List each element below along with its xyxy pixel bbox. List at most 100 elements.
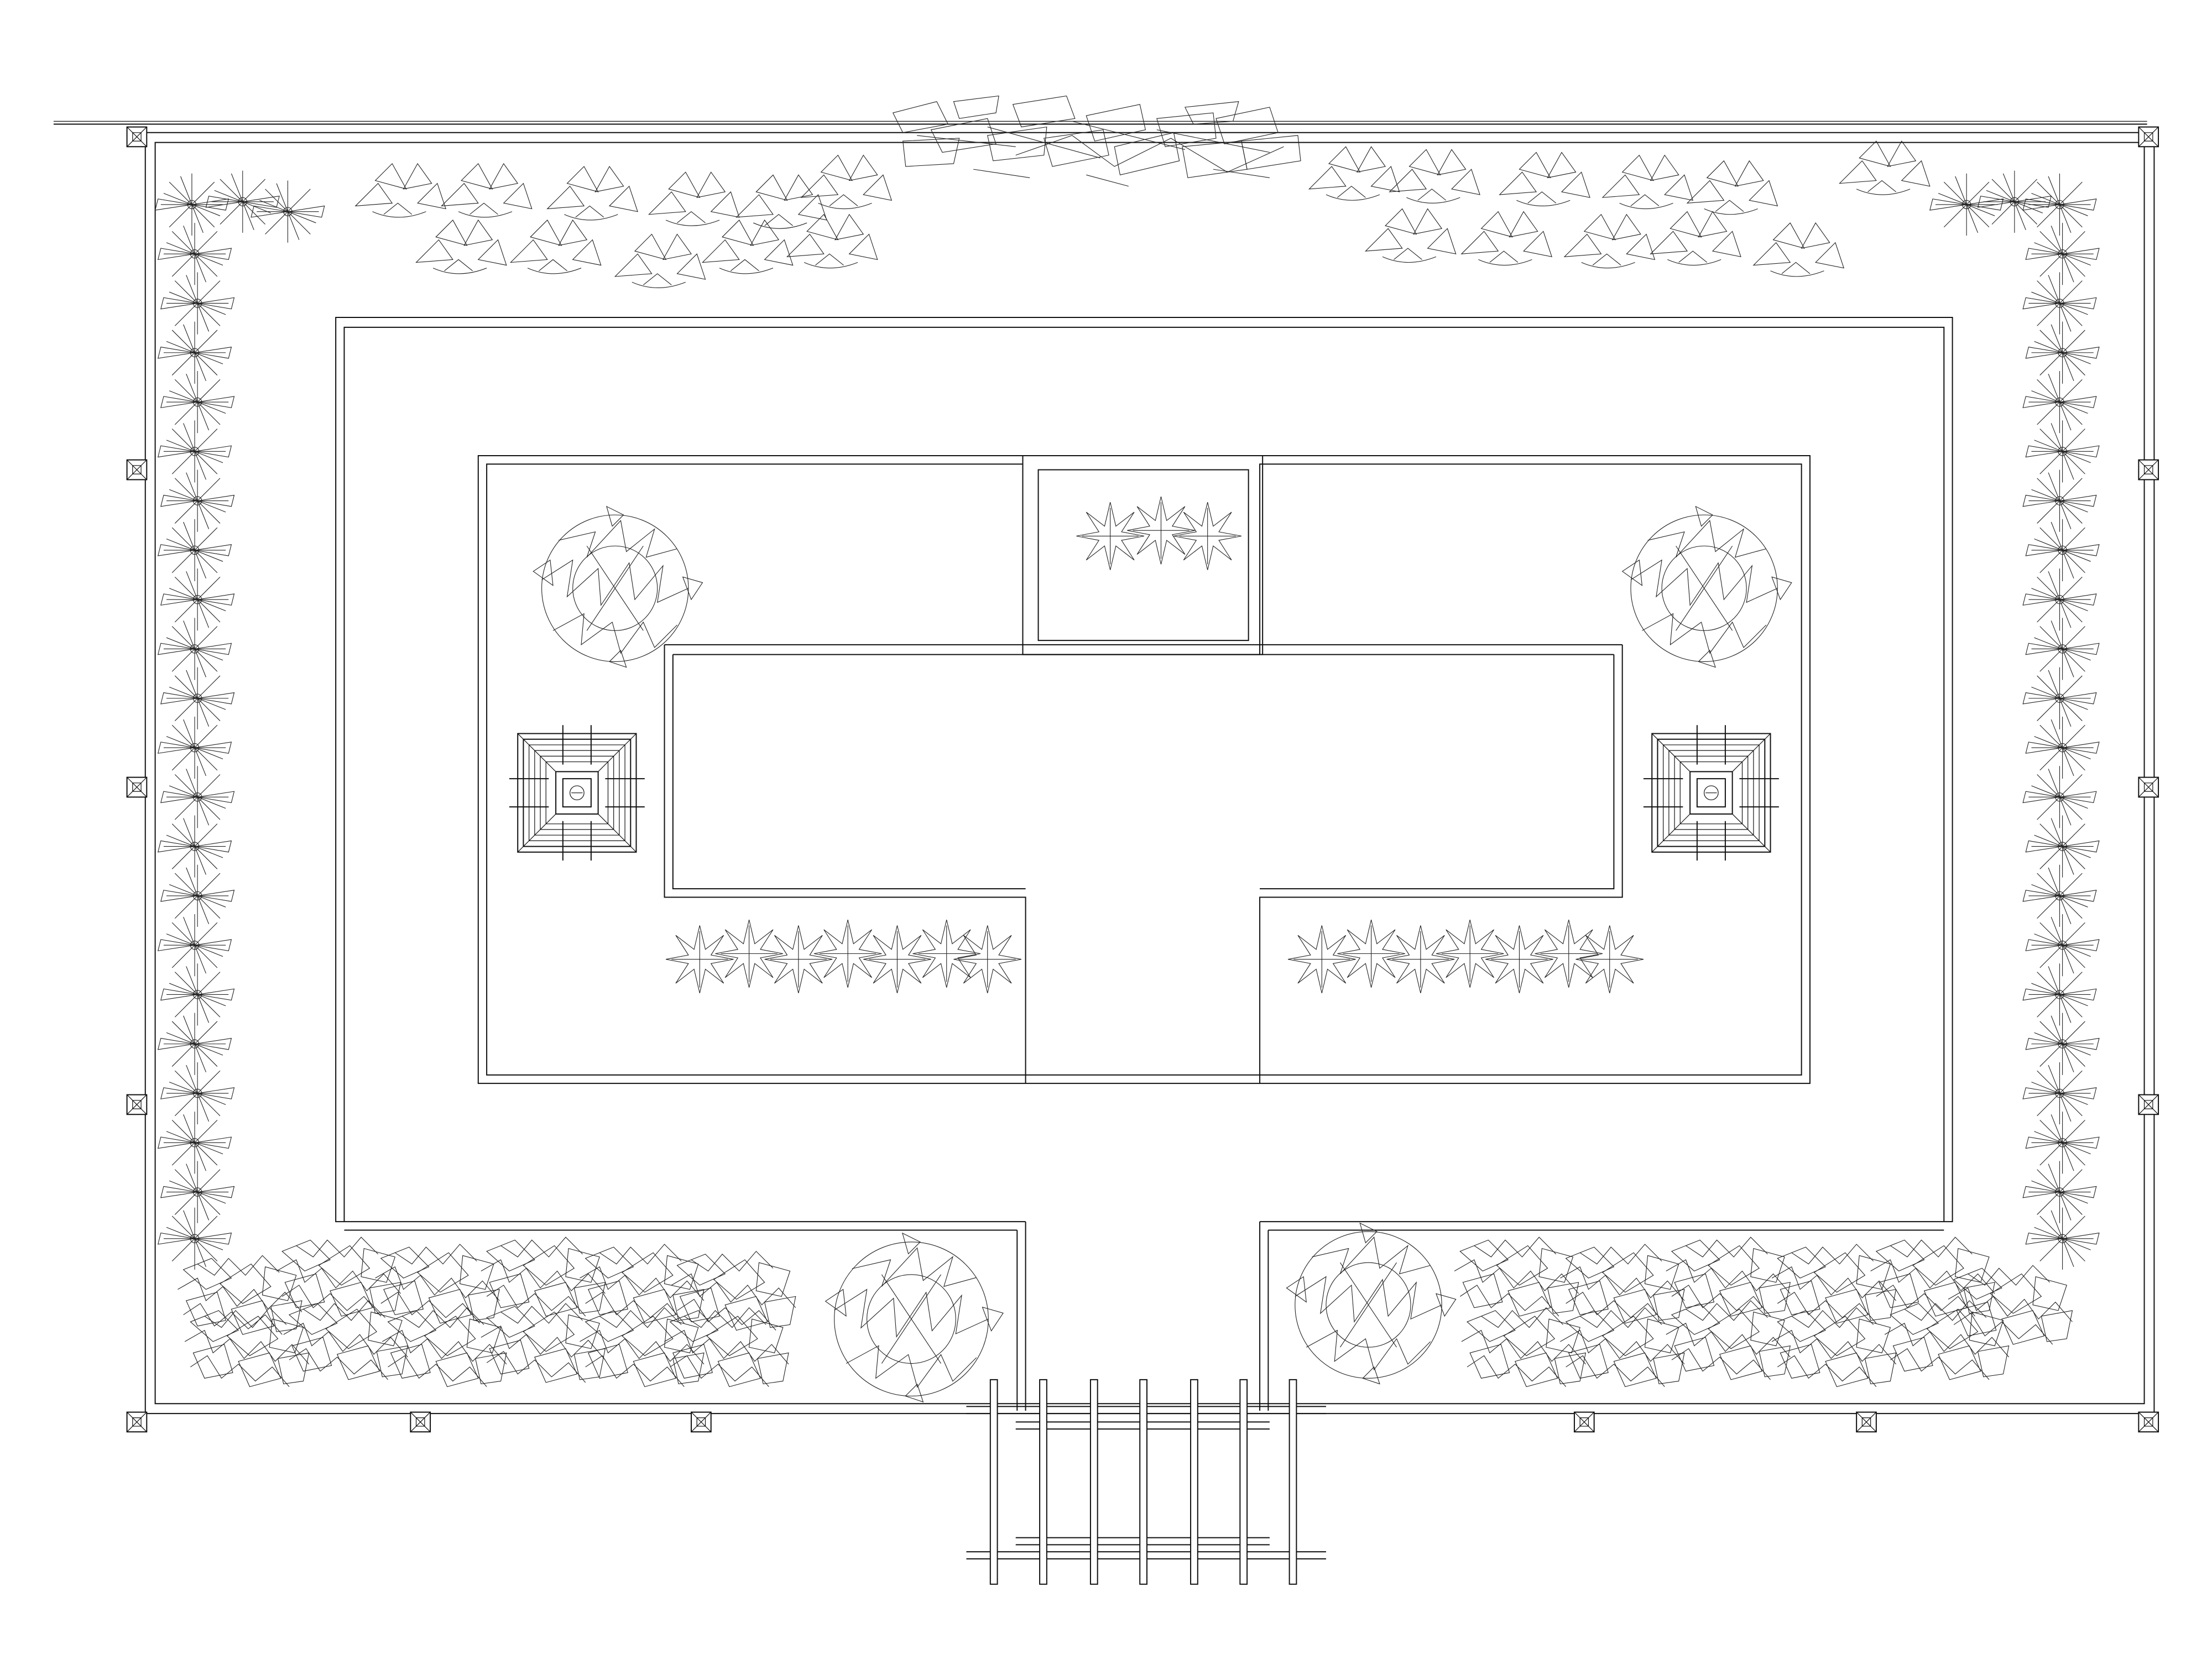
post-icon	[2138, 1412, 2158, 1432]
hedge-icon	[1453, 1236, 1579, 1317]
palm-tree-icon	[160, 1061, 235, 1125]
post-icon	[2138, 127, 2158, 147]
fern-icon	[1563, 213, 1656, 269]
palm-tree-icon	[157, 222, 232, 286]
post-icon	[1574, 1412, 1594, 1432]
star-flower-icon	[953, 925, 1022, 994]
star-flower-icon	[1173, 501, 1243, 571]
star-flower-icon	[1575, 925, 1645, 994]
round-shrub-icon	[1621, 505, 1793, 669]
hedge-icon	[1870, 1236, 1996, 1317]
palm-tree-icon	[2025, 1110, 2100, 1175]
palm-tree-icon	[157, 716, 232, 780]
post-icon	[2138, 778, 2158, 797]
palm-tree-icon	[2025, 1012, 2100, 1076]
fern-row-left	[354, 154, 893, 289]
palm-tree-icon	[2022, 666, 2098, 731]
fern-icon	[614, 233, 706, 289]
outer-boundary	[54, 121, 2154, 1413]
palm-tree-icon	[157, 518, 232, 582]
pergola-icon	[966, 1380, 1326, 1584]
post-icon	[127, 1095, 147, 1115]
fern-icon	[1499, 152, 1591, 207]
palm-tree-icon	[2022, 173, 2098, 237]
palm-tree-icon	[160, 567, 235, 632]
palm-tree-icon	[160, 765, 235, 829]
star-flower-icon	[813, 919, 883, 989]
palm-tree-icon	[157, 1207, 232, 1271]
palm-tree-icon	[157, 617, 232, 681]
palm-tree-icon	[160, 469, 235, 533]
palm-tree-icon	[2025, 419, 2100, 483]
palm-tree-icon	[2025, 913, 2100, 977]
hedge-icon	[1460, 1307, 1587, 1388]
palm-tree-icon	[2022, 864, 2098, 928]
bamboo-icon	[893, 96, 1301, 186]
palm-tree-icon	[2025, 617, 2100, 681]
round-shrub-icon	[1286, 1222, 1457, 1385]
fern-icon	[1686, 160, 1778, 216]
palm-tree-icon	[160, 962, 235, 1026]
star-flower-icon	[1386, 925, 1455, 994]
post-icon	[127, 778, 147, 797]
palm-tree-icon	[157, 1110, 232, 1175]
star-flower-icon	[665, 925, 734, 994]
round-shrub-icon	[532, 505, 703, 669]
fern-icon	[1460, 211, 1553, 266]
palm-row-left	[154, 170, 326, 1271]
fern-icon	[648, 171, 740, 227]
palm-tree-icon	[2022, 567, 2098, 632]
palm-tree-icon	[157, 321, 232, 385]
flower-beds	[665, 495, 1645, 994]
fern-icon	[1839, 140, 1931, 196]
perimeter-posts	[127, 127, 2158, 1432]
fern-icon	[735, 174, 828, 229]
hedge-bed-right	[1286, 1222, 2073, 1388]
palm-tree-icon	[2025, 321, 2100, 385]
palm-tree-icon	[157, 419, 232, 483]
fern-row-right	[1308, 140, 1931, 278]
palm-tree-icon	[2022, 765, 2098, 829]
star-flower-icon	[1336, 919, 1406, 989]
palm-tree-icon	[2025, 716, 2100, 780]
hedge-icon	[184, 1307, 310, 1388]
fern-icon	[441, 163, 533, 218]
pavilion-icon	[509, 725, 645, 860]
central-planter	[478, 456, 1810, 1083]
post-icon	[1856, 1412, 1876, 1432]
fern-icon	[786, 213, 879, 269]
fern-icon	[800, 154, 893, 210]
palm-row-right	[1929, 170, 2100, 1271]
round-shrub-icon	[825, 1232, 1004, 1403]
hedge-icon	[1771, 1243, 1897, 1324]
palm-tree-icon	[2022, 1160, 2098, 1224]
hedge-icon	[480, 1236, 606, 1317]
palm-tree-icon	[160, 1160, 235, 1224]
palm-tree-icon	[154, 173, 229, 237]
palm-tree-icon	[1929, 173, 2004, 237]
palm-tree-icon	[2025, 518, 2100, 582]
post-icon	[127, 460, 147, 480]
palm-tree-icon	[2025, 815, 2100, 879]
hedge-icon	[1884, 1300, 2010, 1381]
palm-tree-icon	[160, 370, 235, 434]
palm-tree-icon	[160, 666, 235, 731]
star-flower-icon	[1287, 925, 1357, 994]
fern-icon	[1308, 145, 1401, 201]
post-icon	[127, 127, 147, 147]
hedge-icon	[1665, 1236, 1791, 1317]
palm-tree-icon	[2025, 222, 2100, 286]
post-icon	[127, 1412, 147, 1432]
hedge-bed-left	[177, 1232, 1004, 1403]
fern-icon	[415, 219, 508, 275]
palm-tree-icon	[2022, 469, 2098, 533]
hedge-icon	[480, 1302, 606, 1384]
palm-tree-icon	[2022, 1061, 2098, 1125]
palm-tree-icon	[205, 170, 280, 234]
star-flower-icon	[1534, 919, 1604, 989]
star-flower-icon	[1484, 925, 1554, 994]
star-flower-icon	[714, 919, 784, 989]
palm-tree-icon	[2025, 1207, 2100, 1271]
hedge-icon	[283, 1300, 409, 1381]
